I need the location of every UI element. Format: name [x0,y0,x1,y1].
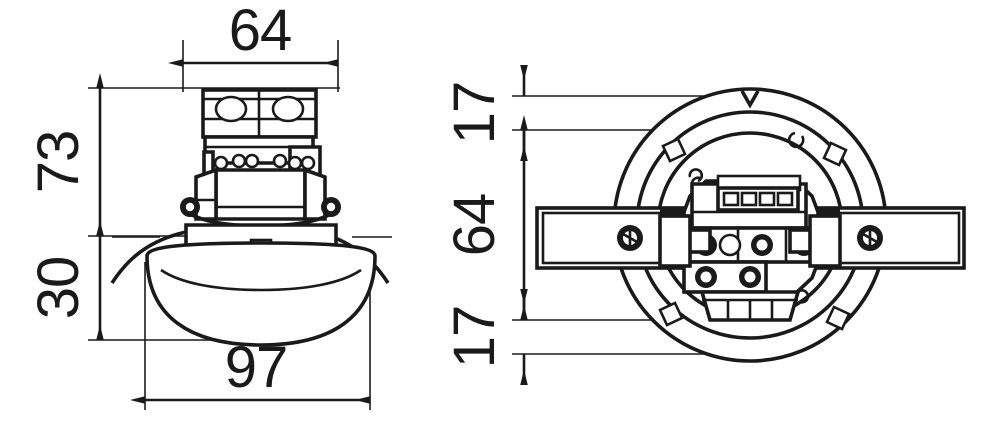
dim-64-width: 64 [168,0,338,67]
sensor-midbody [202,135,322,186]
front-section-view: 64 73 30 97 [26,0,392,410]
top-plan-view: 17 64 17 [442,65,966,385]
dim-17-bottom-label: 17 [442,306,507,369]
dim-17-bottom: 17 [442,289,528,385]
dim-64-center-label: 64 [442,194,507,257]
sensor-terminal-housing [201,88,318,139]
dim-64-center: 64 [442,115,528,320]
dim-73-height: 73 [26,73,104,236]
bottom-fin-detail [699,290,801,322]
bracket-link-tabs [658,214,842,268]
ring-diamond-markers [658,137,851,331]
sensor-lower-block [194,167,327,221]
lower-screw-pair [682,260,768,294]
sensor-dome-lens [145,241,377,347]
dim-17-top-label: 17 [442,82,507,145]
dim-73-height-label: 73 [26,131,91,194]
dim-30-height: 30 [26,221,104,340]
terminal-slots [716,186,800,212]
dim-30-height-label: 30 [26,257,91,320]
dim-17-top: 17 [442,65,528,161]
central-terminal-body [682,168,820,295]
dim-64-width-label: 64 [229,0,292,63]
